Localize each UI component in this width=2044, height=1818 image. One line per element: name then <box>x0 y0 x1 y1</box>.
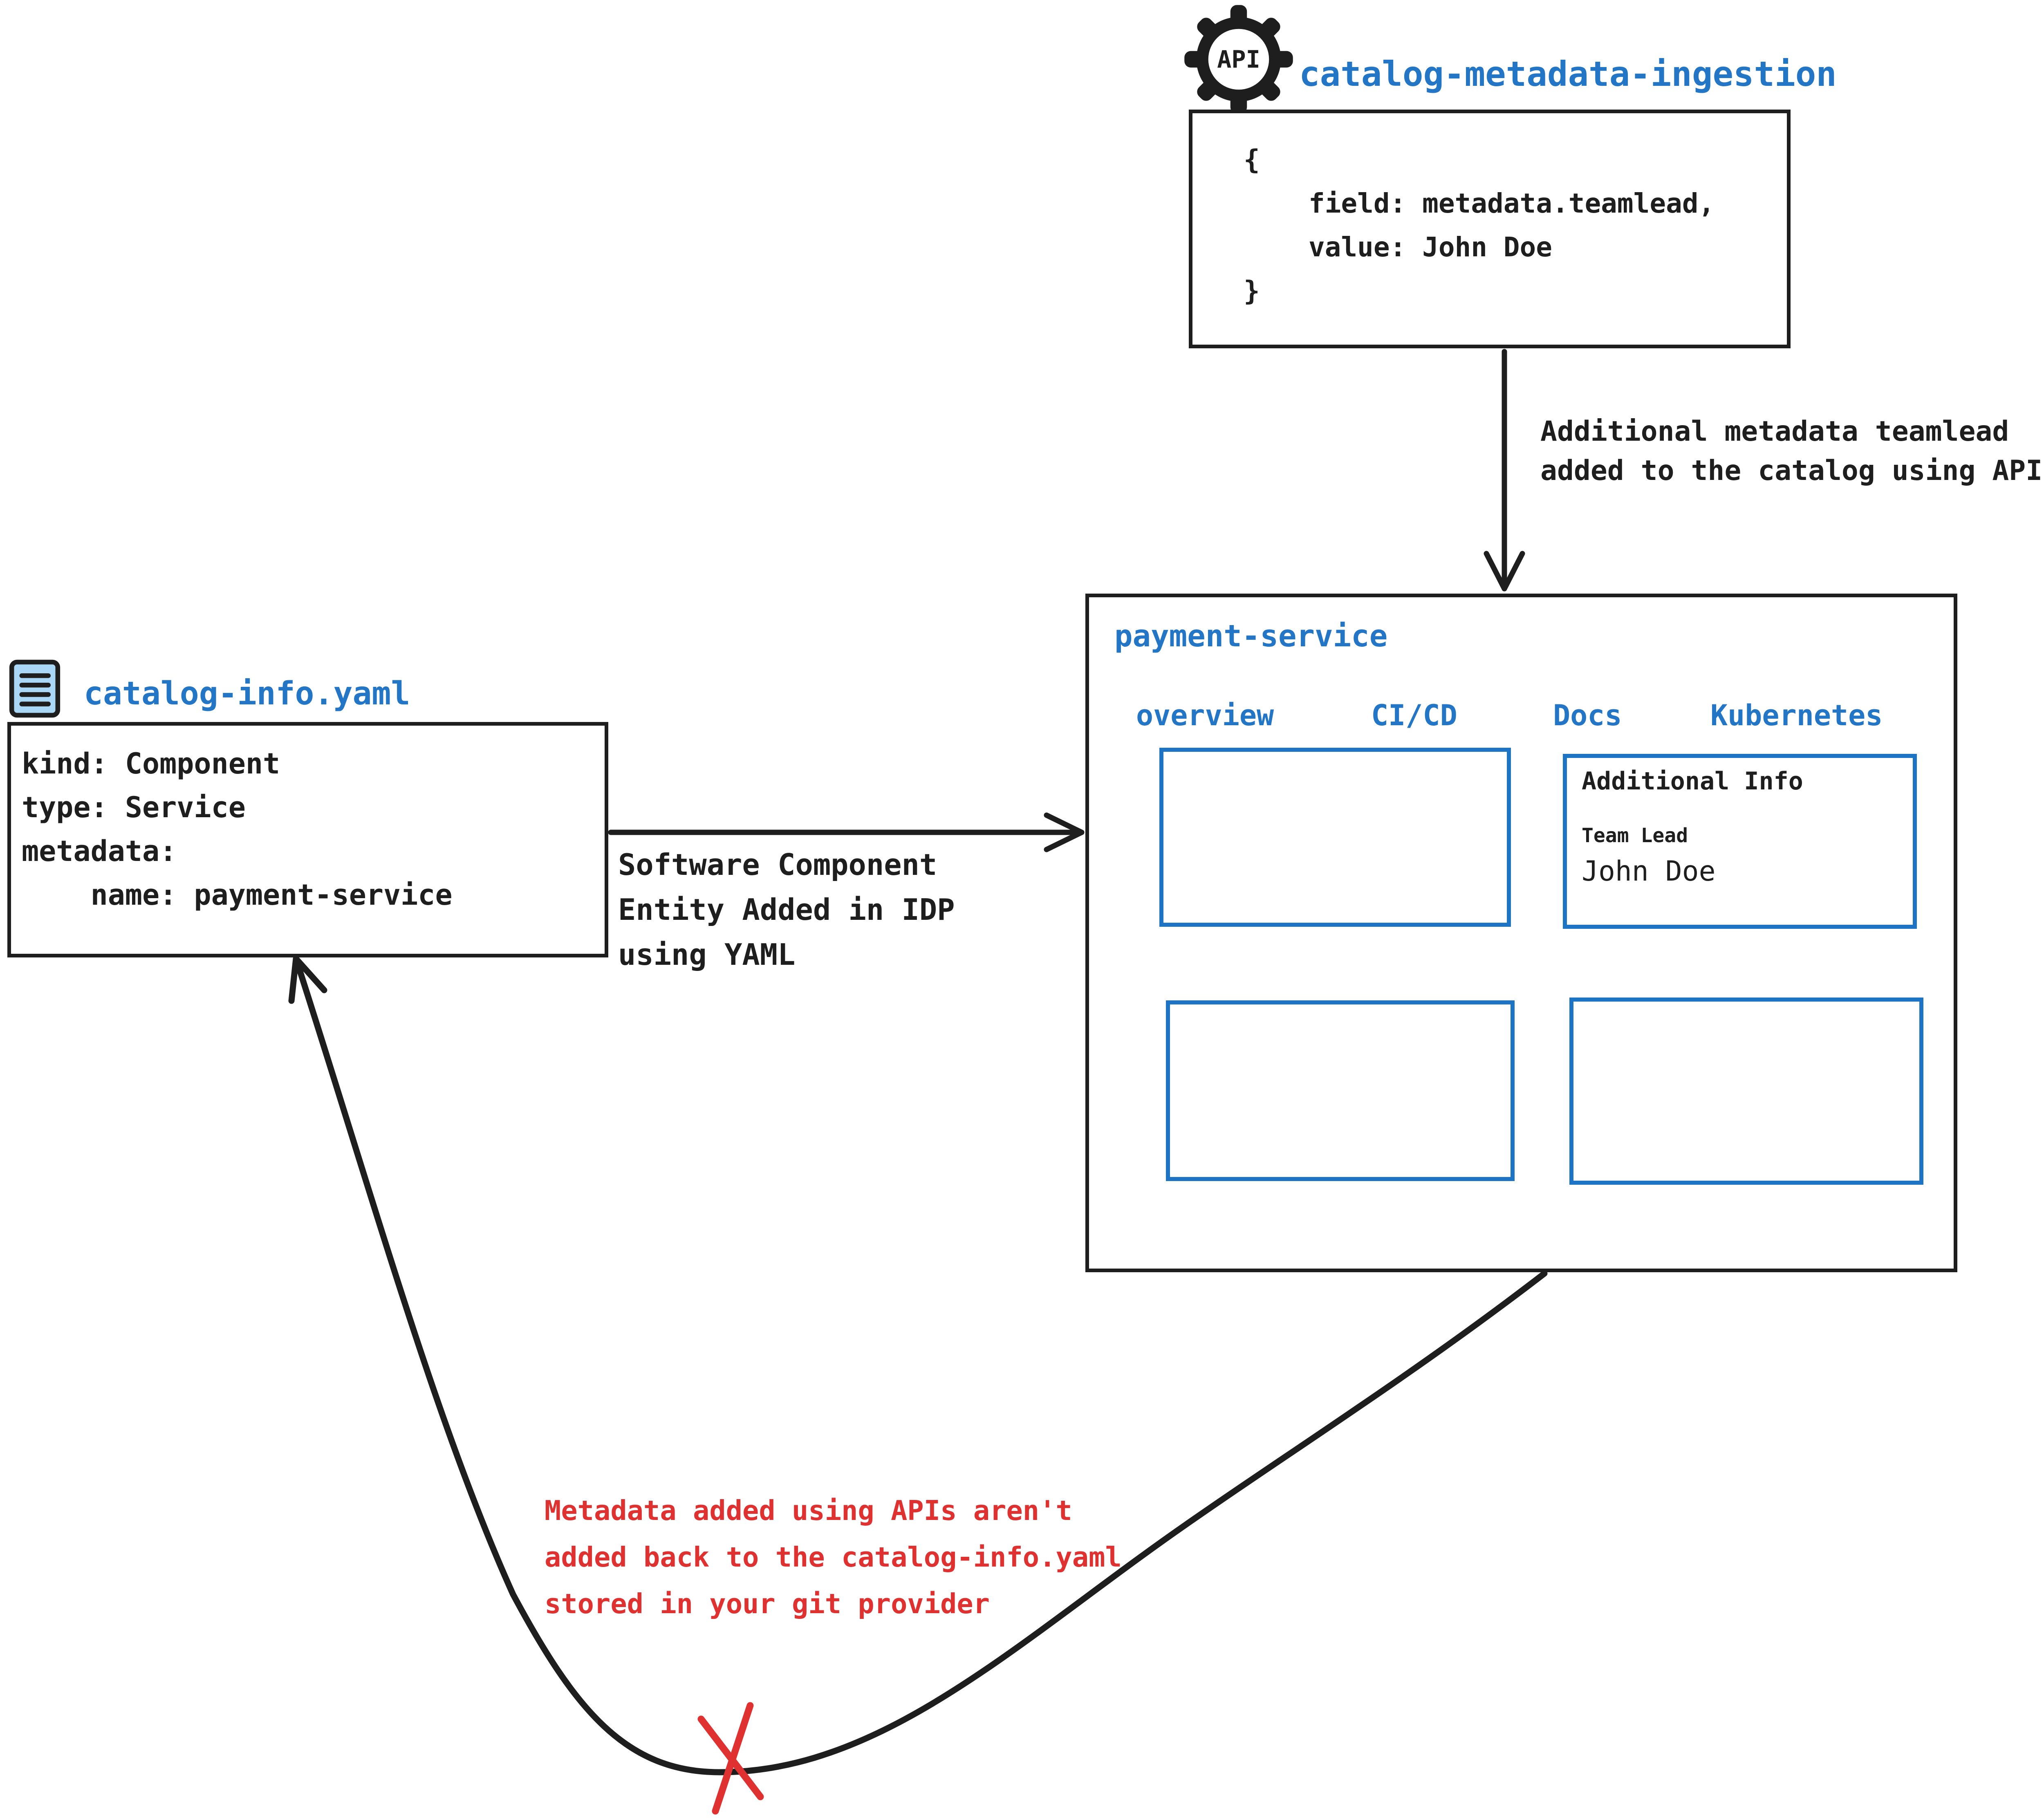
api-warning-line: stored in your git provider <box>545 1588 990 1620</box>
code-line: type: Service <box>22 791 246 824</box>
payment-service-window: payment-service overview CI/CD Docs Kube… <box>1085 594 1957 1272</box>
code-line: name: payment-service <box>22 878 453 912</box>
api-arrow-label-line: Additional metadata teamlead <box>1540 415 2009 448</box>
curve-arrowhead <box>293 955 327 993</box>
team-lead-label: Team Lead <box>1582 824 1688 847</box>
api-arrow-label-line: added to the catalog using APIs <box>1540 455 2044 487</box>
yaml-file-title: catalog-info.yaml <box>84 675 410 712</box>
yaml-arrow-label: Software Component Entity Added in IDP u… <box>618 842 955 977</box>
api-icon-label: API <box>1217 45 1260 73</box>
tab-cicd[interactable]: CI/CD <box>1371 699 1457 732</box>
code-line: field: metadata.teamlead, <box>1244 188 1715 219</box>
code-line: metadata: <box>22 834 177 868</box>
api-gear-icon: API <box>1183 4 1294 114</box>
api-service-title: catalog-metadata-ingestion <box>1299 54 1837 94</box>
curve-arrowhead <box>288 955 299 1004</box>
payment-service-title: payment-service <box>1114 619 1388 654</box>
api-arrow-label: Additional metadata teamlead added to th… <box>1540 412 2044 491</box>
content-card-empty-2 <box>1166 1000 1515 1181</box>
api-to-idp-arrow <box>1484 349 1525 592</box>
api-warning-line: added back to the catalog-info.yaml <box>545 1541 1122 1573</box>
catalog-info-box: kind: Component type: Service metadata: … <box>7 722 608 957</box>
team-lead-value: John Doe <box>1582 855 1716 888</box>
content-card-empty-1 <box>1159 748 1511 927</box>
code-line: value: John Doe <box>1244 231 1552 263</box>
additional-info-heading: Additional Info <box>1582 767 1803 796</box>
red-cross-mark <box>697 1702 764 1815</box>
code-line: } <box>1244 275 1260 307</box>
content-card-empty-3 <box>1569 998 1923 1185</box>
api-warning-note: Metadata added using APIs aren't added b… <box>545 1487 1122 1627</box>
tab-overview[interactable]: overview <box>1136 699 1274 732</box>
code-line: { <box>1244 144 1260 175</box>
api-payload-box: { field: metadata.teamlead, value: John … <box>1189 110 1791 348</box>
yaml-arrow-label-line: Software Component <box>618 847 937 882</box>
yaml-arrow-label-line: using YAML <box>618 937 796 972</box>
yaml-arrow-label-line: Entity Added in IDP <box>618 892 955 927</box>
tab-kubernetes[interactable]: Kubernetes <box>1710 699 1883 732</box>
code-line: kind: Component <box>22 747 280 780</box>
api-warning-line: Metadata added using APIs aren't <box>545 1495 1072 1527</box>
yaml-file-icon <box>8 659 61 718</box>
tab-docs[interactable]: Docs <box>1553 699 1622 732</box>
additional-info-card: Additional Info Team Lead John Doe <box>1563 754 1917 929</box>
